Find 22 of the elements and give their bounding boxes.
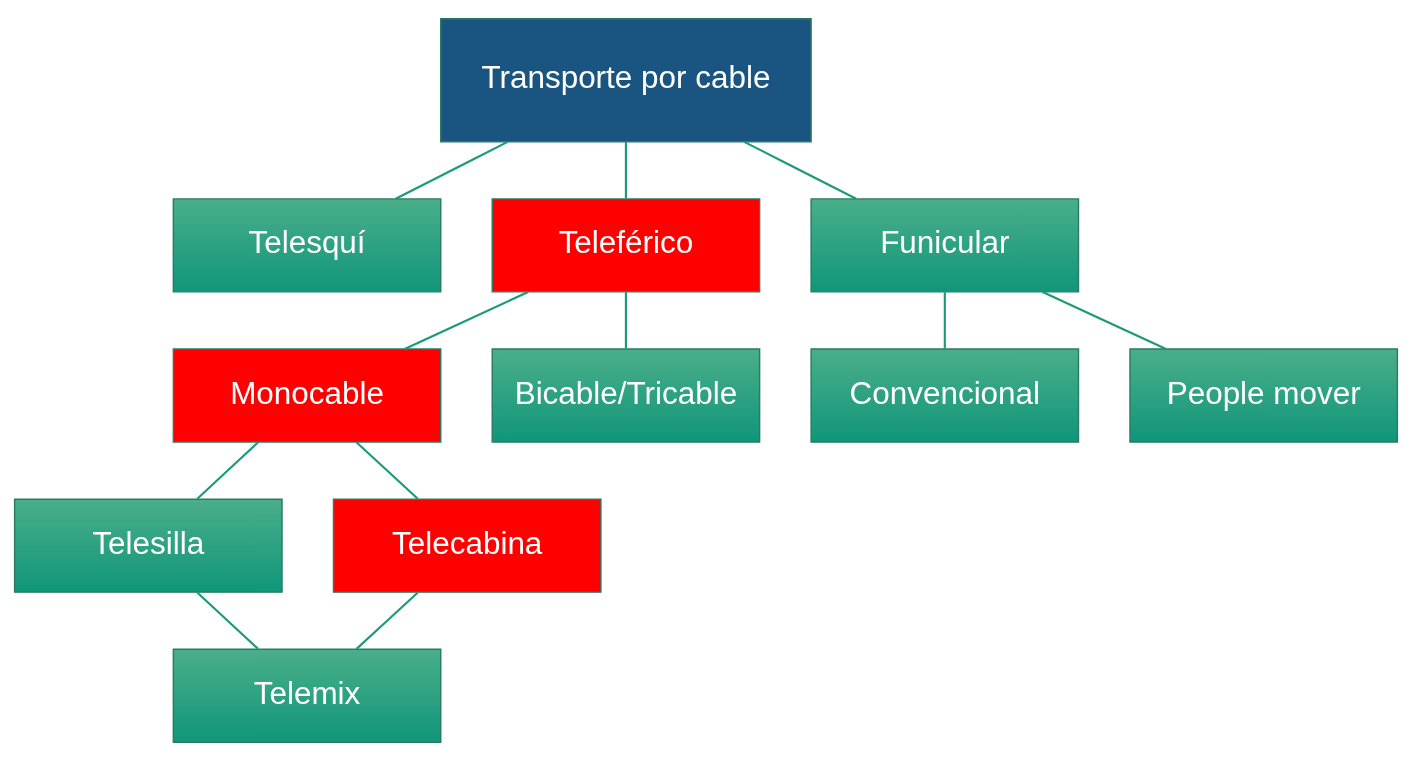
node-box: Telecabina bbox=[332, 497, 602, 593]
node-box: Telesilla bbox=[13, 497, 283, 593]
connector bbox=[355, 441, 419, 499]
node-box: People mover bbox=[1129, 347, 1399, 443]
node-box: Funicular bbox=[810, 197, 1080, 293]
node-box: Transporte por cable bbox=[440, 17, 812, 142]
connector bbox=[404, 290, 529, 350]
node-box: Teleférico bbox=[491, 197, 761, 293]
connector bbox=[624, 141, 627, 199]
connector bbox=[1042, 290, 1167, 350]
connector bbox=[196, 591, 259, 650]
connector bbox=[355, 591, 419, 650]
connector bbox=[743, 140, 857, 200]
node-box: Telemix bbox=[172, 648, 442, 743]
node-box: Telesquí bbox=[172, 197, 442, 293]
connector bbox=[395, 140, 509, 200]
connector bbox=[196, 441, 259, 499]
connector bbox=[943, 291, 946, 349]
node-box: Monocable bbox=[172, 347, 442, 443]
node-box: Bicable/Tricable bbox=[491, 347, 761, 443]
connector bbox=[624, 291, 627, 349]
node-box: Convencional bbox=[810, 347, 1080, 443]
